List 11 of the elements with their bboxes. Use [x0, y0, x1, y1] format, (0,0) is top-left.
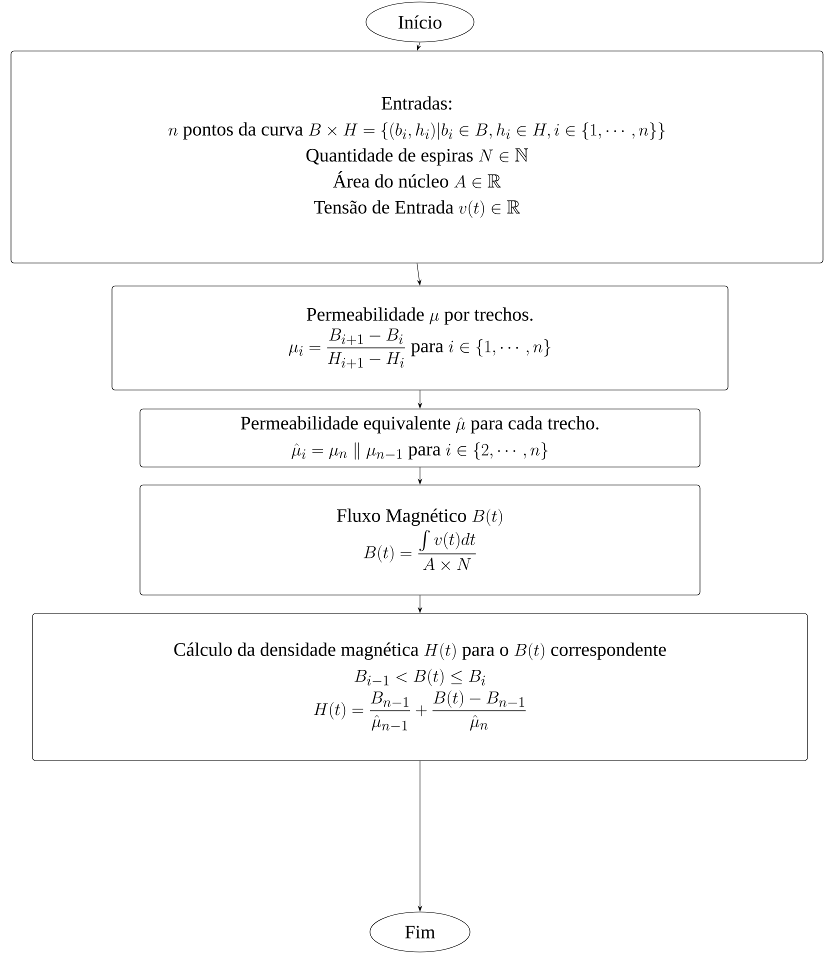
- arrow: [418, 390, 422, 408]
- arrow: [418, 760, 422, 912]
- process-box: $\text{Permeabilidade } \mu \text{ por trechos.}$ $\mu_i = \frac{B_{i+1}-B_i}{H_{i+1}-H_i} \text{ para } i \in \{1,\cdots,n\}$: [112, 286, 728, 390]
- arrow: [416, 42, 421, 50]
- process-box: $\text{Cálculo da densidade magnética } H(t) \text{ para o } B(t) \text{ correspondente}$ $B_{i-1} < B(t) \leq B_i$ $H(t) = \frac{B_{n-1}}{\hat{\mu}_{n-1}} + \frac{B(t)-B_{n-1}}{\hat{\mu}_n}$: [32, 613, 808, 761]
- arrow: [418, 595, 422, 613]
- process-box: Entradas: $n \text{ pontos da curva } B \times H = \{(b_i,h_i) | b_i \in B, h_i \in H, i \in \{1,\cdots,n\}\}$ $\text{Quantidade de espiras } N \in \mathbb{N}$ $\text{Área do núcleo } A \in \mathbb{R}$ $\text{Tensão de Entrada } v(t) \in \mathbb{R}$: [10, 50, 824, 264]
- process-box: $\text{Permeabilidade equivalente } \hat{\mu} \text{ para cada trecho.}$ $\hat{\mu}_i = \mu_n \parallel \mu_{n-1} \text{ para } i \in \{2,\cdots,n\}$: [140, 408, 700, 468]
- arrow: [416, 263, 422, 286]
- arrow: [418, 467, 422, 484]
- process-box: $\text{Fluxo Magnético } B(t)$ $B(t) = \frac{\int v(t)dt}{A \times N}$: [140, 484, 700, 596]
